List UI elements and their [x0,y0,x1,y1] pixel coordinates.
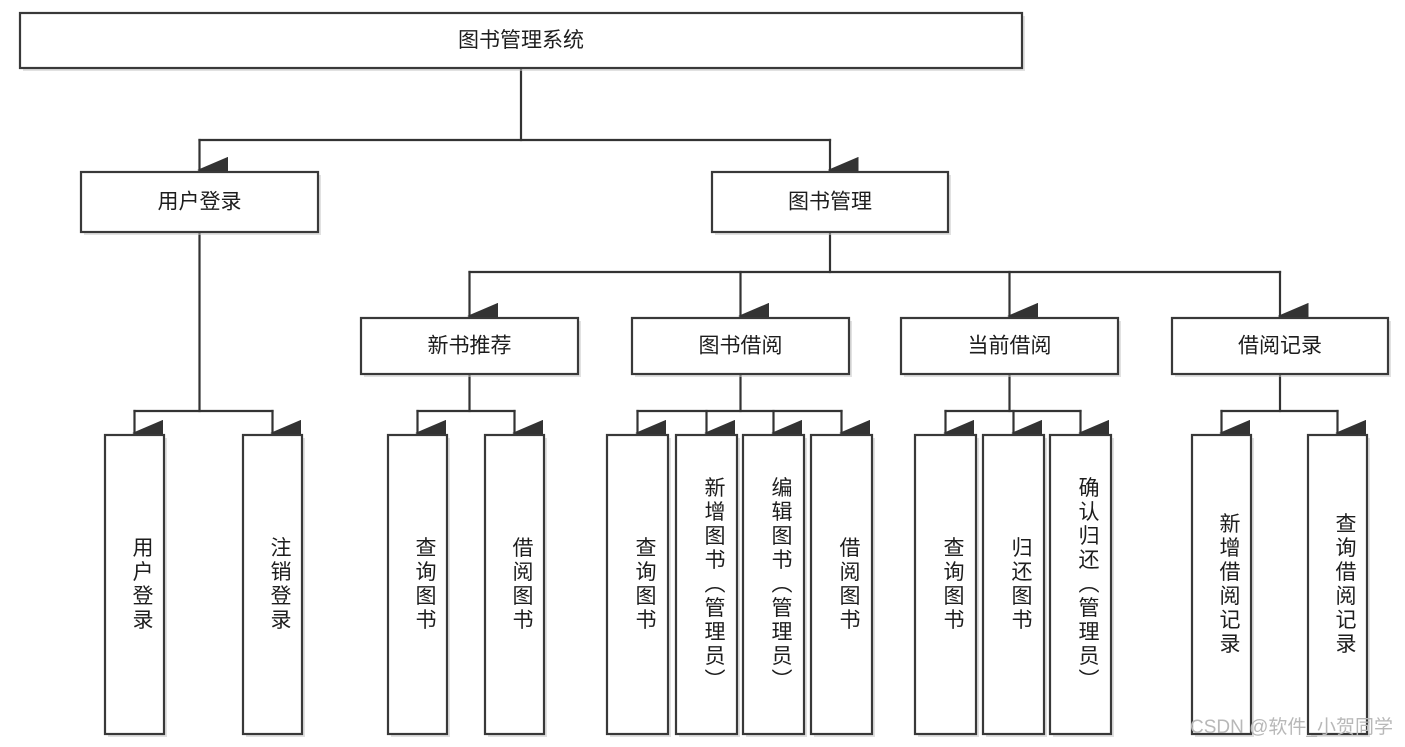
node-book-borrow[interactable]: 图书借阅 [630,316,852,377]
node-box[interactable] [674,433,739,736]
node-label: 注销登录 [268,537,292,633]
node-label: 编辑图书（管理员） [769,477,793,693]
node-label: 借阅图书 [837,537,861,633]
leaf-leaf-cur-return-book[interactable]: 归还图书 [981,433,1047,737]
csdn-watermark: CSDN @软件_小贺同学 [1190,716,1393,738]
node-label: 确认归还（管理员） [1076,477,1100,693]
node-label: 新书推荐 [428,335,512,358]
node-box[interactable] [386,433,449,736]
node-box[interactable] [981,433,1046,736]
leaf-leaf-rec-query-book[interactable]: 查询图书 [386,433,450,737]
nodes-layer: 图书管理系统用户登录图书管理新书推荐图书借阅当前借阅借阅记录用户登录注销登录查询… [18,11,1391,737]
node-box[interactable] [241,433,304,736]
node-box[interactable] [899,316,1120,376]
node-label: 查询图书 [633,537,657,633]
node-current-borrow[interactable]: 当前借阅 [899,316,1121,377]
node-new-book-recommend[interactable]: 新书推荐 [359,316,581,377]
node-label: 用户登录 [158,191,242,214]
node-box[interactable] [483,433,546,736]
node-box[interactable] [79,170,320,234]
node-box[interactable] [1190,433,1253,736]
leaf-leaf-cur-confirm-return[interactable]: 确认归还（管理员） [1048,433,1114,737]
edges-layer [132,66,1367,447]
node-label: 用户登录 [130,537,154,633]
node-user-login[interactable]: 用户登录 [79,170,321,235]
node-label: 新增借阅记录 [1217,513,1241,657]
leaf-leaf-brw-edit-book[interactable]: 编辑图书（管理员） [741,433,807,737]
node-label: 归还图书 [1009,537,1033,633]
node-label: 新增图书（管理员） [702,477,726,693]
node-box[interactable] [1048,433,1113,736]
leaf-leaf-brw-query-book[interactable]: 查询图书 [605,433,671,737]
node-label: 借阅图书 [510,537,534,633]
node-box[interactable] [359,316,580,376]
node-label: 查询借阅记录 [1333,513,1357,657]
leaf-leaf-brw-borrow-book[interactable]: 借阅图书 [809,433,875,737]
node-box[interactable] [710,170,950,234]
node-root-system[interactable]: 图书管理系统 [18,11,1025,71]
node-box[interactable] [605,433,670,736]
leaf-leaf-rec-query-record[interactable]: 查询借阅记录 [1306,433,1370,737]
node-box[interactable] [741,433,806,736]
node-label: 查询图书 [413,537,437,633]
leaf-leaf-user-login[interactable]: 用户登录 [103,433,167,737]
node-label: 图书管理系统 [458,29,584,52]
leaf-leaf-brw-add-book[interactable]: 新增图书（管理员） [674,433,740,737]
node-box[interactable] [630,316,851,376]
node-label: 当前借阅 [968,335,1052,358]
leaf-leaf-cur-query-book[interactable]: 查询图书 [913,433,979,737]
node-box[interactable] [18,11,1024,70]
node-book-management[interactable]: 图书管理 [710,170,951,235]
node-label: 借阅记录 [1238,335,1322,358]
node-label: 图书管理 [788,191,872,214]
node-box[interactable] [1306,433,1369,736]
node-box[interactable] [809,433,874,736]
node-box[interactable] [1170,316,1390,376]
leaf-leaf-rec-add-record[interactable]: 新增借阅记录 [1190,433,1254,737]
node-box[interactable] [913,433,978,736]
leaf-leaf-user-logout[interactable]: 注销登录 [241,433,305,737]
node-box[interactable] [103,433,166,736]
leaf-leaf-rec-borrow-book[interactable]: 借阅图书 [483,433,547,737]
node-label: 查询图书 [941,537,965,633]
node-label: 图书借阅 [699,335,783,358]
node-borrow-record[interactable]: 借阅记录 [1170,316,1391,377]
